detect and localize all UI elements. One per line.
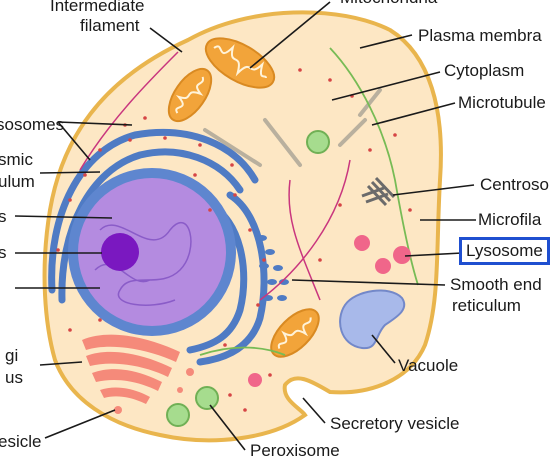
label-vacuole: Vacuole: [398, 356, 459, 375]
label-peroxisome: Peroxisome: [250, 441, 340, 460]
label-smooth-er-1: Smooth end: [450, 275, 542, 294]
label-rough-er-1: smic: [0, 150, 33, 169]
golgi-apparatus: [82, 334, 194, 414]
label-mitochondria: Mitochondria: [340, 0, 437, 8]
intermediate-filaments: [79, 51, 351, 301]
label-intermediate-filament-1: Intermediate: [50, 0, 145, 15]
peroxisome: [166, 403, 190, 427]
label-lysosomes-left: sosomes: [0, 115, 65, 134]
label-microtubules: Microtubule: [458, 93, 546, 112]
mitochondrion: [270, 308, 320, 358]
lysosome: [248, 235, 411, 387]
label-golgi-2: us: [5, 368, 23, 387]
label-rough-er-2: ulum: [0, 172, 35, 191]
nucleus: [78, 178, 226, 326]
mitochondrion: [204, 37, 276, 89]
label-smooth-er-2: reticulum: [452, 296, 521, 315]
label-golgi-1: gi: [5, 346, 19, 365]
label-secretory-vesicle: Secretory vesicle: [330, 414, 460, 433]
rough-er-ribosomes: [56, 136, 266, 347]
centrosome: [361, 176, 396, 207]
label-lysosome-highlighted: Lysosome: [459, 237, 550, 265]
nucleolus: [101, 233, 139, 271]
chromatin: [94, 221, 192, 306]
label-nucleolus-left: s: [0, 243, 7, 262]
mitochondrion: [167, 67, 213, 123]
label-centrosome: Centroso: [480, 175, 549, 194]
smooth-endoplasmic-reticulum: [257, 235, 289, 301]
label-plasma-membrane: Plasma membra: [418, 26, 542, 45]
label-cytoplasm: Cytoplasm: [444, 61, 525, 80]
leader-lines: [14, 1, 476, 451]
microtubules: [203, 88, 382, 167]
peroxisome: [195, 386, 219, 410]
label-intermediate-filament-2: filament: [80, 16, 140, 35]
vacuole: [339, 289, 406, 350]
peroxisome: [306, 130, 330, 154]
label-microfilament: Microfila: [478, 210, 542, 229]
label-vesicle-left: esicle: [0, 432, 42, 451]
label-nucleus-left: s: [0, 207, 7, 226]
